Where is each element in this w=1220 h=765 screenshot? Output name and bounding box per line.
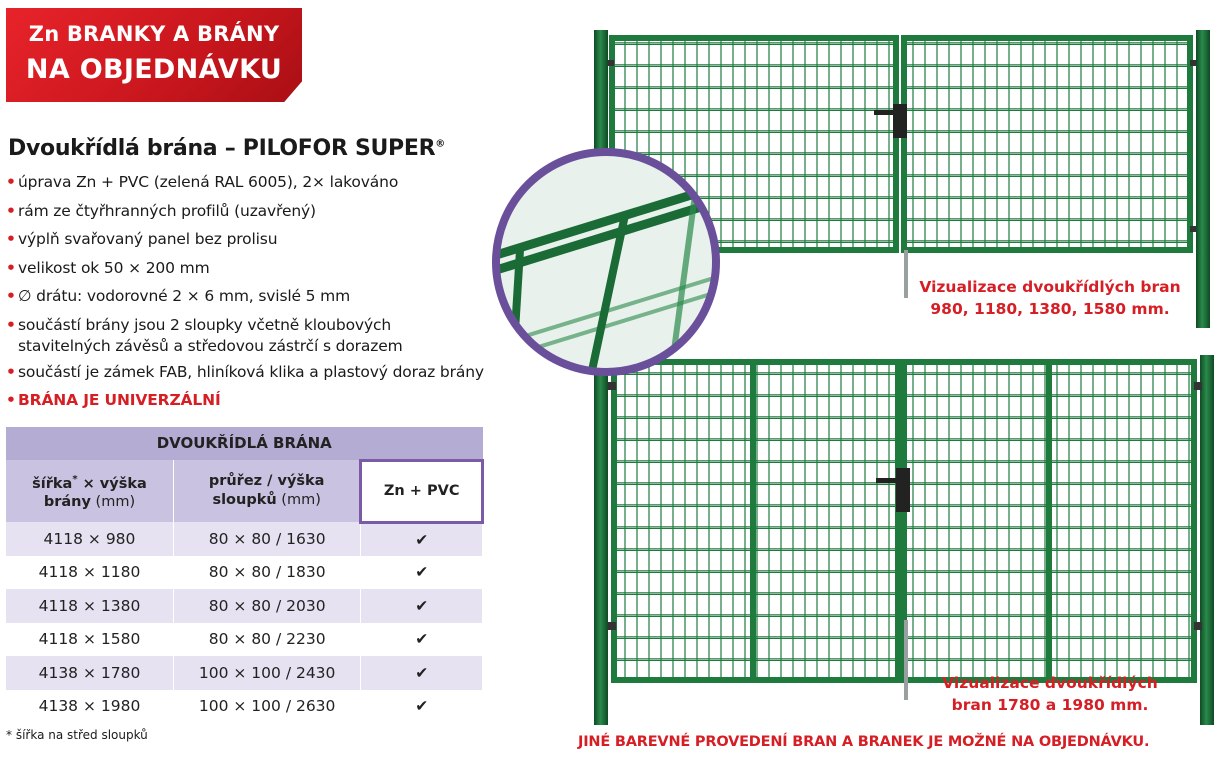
cell-size: 4118 × 1180 (6, 555, 174, 589)
cell-size: 4118 × 980 (6, 522, 174, 556)
cell-post: 100 × 100 / 2430 (173, 656, 362, 690)
cell-post: 80 × 80 / 2030 (173, 589, 362, 623)
registered-mark: ® (435, 138, 445, 150)
gate-lower (608, 355, 1214, 725)
table-row: 4118 × 980 80 × 80 / 1630 ✔ (6, 522, 483, 556)
cell-size: 4118 × 1380 (6, 589, 174, 623)
feature-item: •velikost ok 50 × 200 mm (6, 258, 210, 277)
gate-upper-caption: Vizualizace dvoukřídlých bran 980, 1180,… (919, 278, 1181, 318)
cell-post: 100 × 100 / 2630 (173, 689, 362, 723)
col-header-finish: Zn + PVC (359, 458, 484, 524)
mesh-detail-lens (492, 148, 720, 376)
banner-line-1: Zn BRANKY A BRÁNY (28, 22, 280, 46)
table-footnote: * šířka na střed sloupků (6, 728, 148, 742)
cell-size: 4118 × 1580 (6, 622, 174, 656)
custom-color-note: JINÉ BAREVNÉ PROVEDENÍ BRAN A BRANEK JE … (578, 734, 1150, 750)
gate-illustrations (492, 30, 1214, 725)
check-icon: ✔ (360, 522, 483, 556)
table-row: 4138 × 1980 100 × 100 / 2630 ✔ (6, 689, 483, 723)
feature-item: •∅ drátu: vodorovné 2 × 6 mm, svislé 5 m… (6, 287, 351, 305)
product-title: Dvoukřídlá brána – PILOFOR SUPER® (8, 136, 445, 161)
table-row: 4118 × 1180 80 × 80 / 1830 ✔ (6, 555, 483, 589)
gate-upper (594, 30, 1210, 725)
banner-line-2: NA OBJEDNÁVKU (25, 54, 283, 85)
table-caption-row: DVOUKŘÍDLÁ BRÁNA (6, 427, 483, 460)
feature-item: •součástí brány jsou 2 sloupky včetně kl… (6, 315, 403, 355)
feature-item: •součástí je zámek FAB, hliníková klika … (6, 362, 484, 381)
feature-item: •rám ze čtyřhranných profilů (uzavřený) (6, 201, 316, 220)
cell-post: 80 × 80 / 2230 (173, 622, 362, 656)
feature-highlight: •BRÁNA JE UNIVERZÁLNÍ (6, 391, 221, 409)
check-icon: ✔ (360, 555, 483, 589)
cell-size: 4138 × 1780 (6, 656, 174, 690)
feature-item: •výplň svařovaný panel bez prolisu (6, 230, 278, 248)
cell-post: 80 × 80 / 1830 (173, 555, 362, 589)
check-icon: ✔ (360, 689, 483, 723)
order-banner: Zn BRANKY A BRÁNY NA OBJEDNÁVKU (6, 8, 302, 102)
check-icon: ✔ (360, 656, 483, 690)
feature-list: •úprava Zn + PVC (zelená RAL 6005), 2× l… (6, 172, 546, 419)
table-caption: DVOUKŘÍDLÁ BRÁNA (156, 433, 332, 452)
check-icon: ✔ (360, 622, 483, 656)
table-row: 4118 × 1580 80 × 80 / 2230 ✔ (6, 622, 483, 656)
table-row: 4118 × 1380 80 × 80 / 2030 ✔ (6, 589, 483, 623)
gate-lower-caption: Vizualizace dvoukřídlých bran 1780 a 198… (942, 674, 1158, 714)
table-row: 4138 × 1780 100 × 100 / 2430 ✔ (6, 656, 483, 690)
check-icon: ✔ (360, 589, 483, 623)
cell-post: 80 × 80 / 1630 (173, 522, 362, 556)
cell-size: 4138 × 1980 (6, 689, 174, 723)
feature-item: •úprava Zn + PVC (zelená RAL 6005), 2× l… (6, 173, 399, 191)
